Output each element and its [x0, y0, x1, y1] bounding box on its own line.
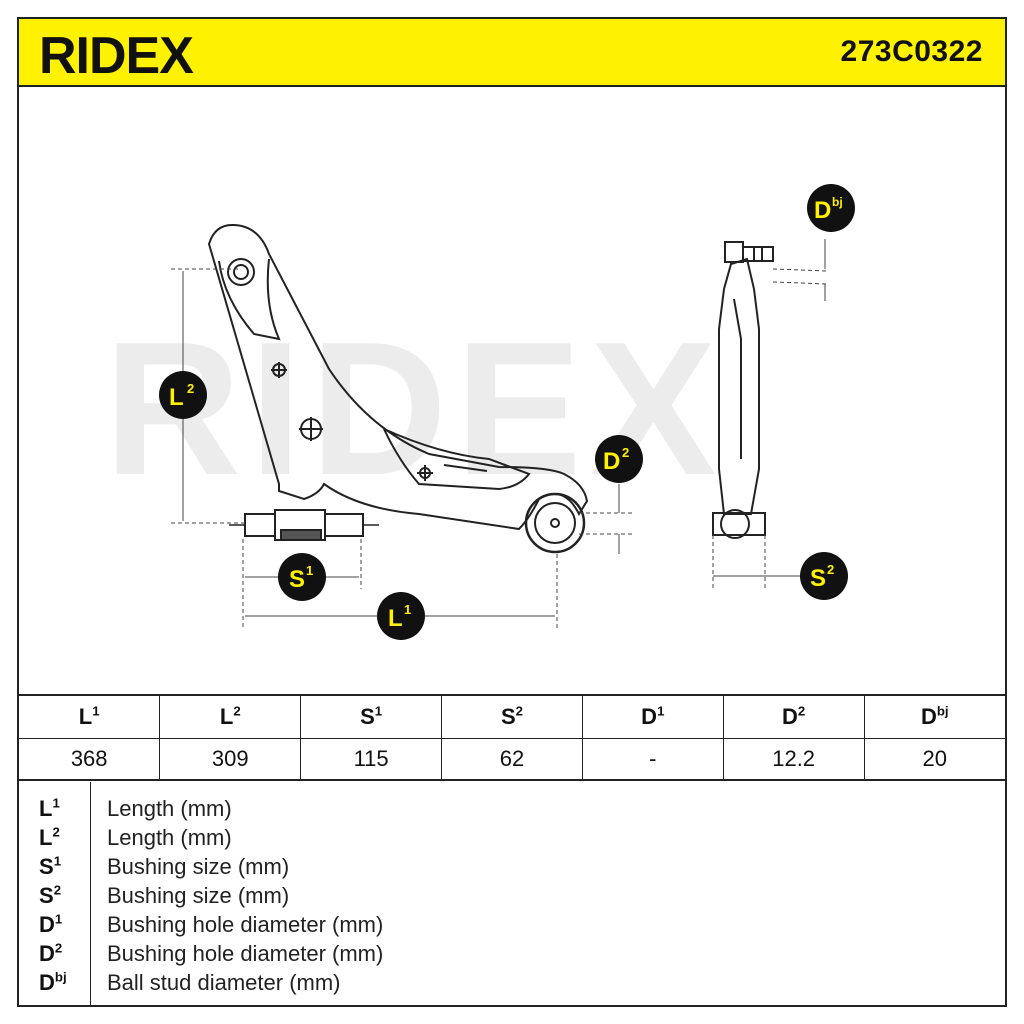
callout-s2: S 2 [800, 552, 848, 600]
s2-ext [712, 535, 766, 589]
arm-rib-upper [218, 258, 281, 341]
svg-text:L: L [388, 605, 403, 632]
upper-bushing-inner [233, 264, 249, 280]
side-bushing-circle [720, 509, 750, 539]
legend-row-l2: L2 Length (mm) [39, 824, 232, 850]
svg-text:2: 2 [187, 381, 194, 396]
legend-row-d1: D1 Bushing hole diameter (mm) [39, 911, 384, 937]
value-l1: 368 [19, 738, 161, 781]
front-bushing-center [550, 518, 560, 528]
ball-stud-threads [753, 247, 763, 261]
header-l1: L1 [19, 696, 161, 739]
legend: L1 Length (mm) L2 Length (mm) S1 Bushing… [19, 782, 1005, 1005]
header-s1: S1 [300, 696, 443, 739]
front-bushing-outer [524, 492, 586, 554]
value-d2: 12.2 [723, 738, 865, 781]
header-d2: D2 [723, 696, 865, 739]
header-s2: S2 [441, 696, 583, 739]
callout-d2: D 2 [595, 435, 643, 483]
value-s2: 62 [441, 738, 583, 781]
callout-l1: L 1 [377, 592, 425, 640]
technical-drawing: RIDEX [104, 184, 855, 640]
ridex-logo: RIDEX [39, 29, 195, 79]
callout-dbj: D bj [807, 184, 855, 232]
side-bushing [712, 512, 766, 536]
hole-3-cross [417, 465, 433, 481]
hole-1-cross [271, 362, 287, 378]
product-sheet: RIDEX 273C0322 RIDEX [17, 17, 1007, 1007]
value-l2: 309 [159, 738, 302, 781]
svg-text:D: D [603, 448, 620, 475]
legend-row-s1: S1 Bushing size (mm) [39, 853, 290, 879]
arm-slot [443, 464, 488, 472]
svg-text:D: D [814, 197, 831, 224]
hole-2-cross [299, 417, 323, 441]
dimension-table-header: L1 L2 S1 S2 D1 D2 Dbj [19, 696, 1005, 739]
rear-bushing-right [324, 513, 364, 537]
upper-bushing-outer [227, 258, 255, 286]
legend-row-s2: S2 Bushing size (mm) [39, 882, 290, 908]
svg-text:S: S [289, 566, 305, 593]
svg-text:2: 2 [827, 562, 834, 577]
header-bar: RIDEX 273C0322 [19, 19, 1005, 87]
part-number: 273C0322 [840, 35, 983, 68]
svg-text:1: 1 [404, 602, 411, 617]
svg-text:2: 2 [622, 445, 629, 460]
value-dbj: 20 [864, 738, 1005, 781]
control-arm-side-view [712, 241, 774, 539]
rear-bushing-rubber [280, 529, 322, 541]
svg-text:1: 1 [306, 563, 313, 578]
dimension-table: L1 L2 S1 S2 D1 D2 Dbj 368 309 115 62 - 1… [19, 694, 1005, 781]
dimension-table-values: 368 309 115 62 - 12.2 20 [19, 738, 1005, 781]
side-arm-edge [733, 298, 742, 459]
svg-text:bj: bj [832, 195, 843, 209]
header-d1: D1 [582, 696, 724, 739]
ball-stud [742, 246, 774, 262]
arm-outline [207, 223, 589, 531]
header-dbj: Dbj [864, 696, 1005, 739]
legend-row-d2: D2 Bushing hole diameter (mm) [39, 940, 384, 966]
dimension-lines-side [712, 239, 828, 589]
d2-ext [579, 512, 634, 535]
svg-text:L: L [169, 384, 184, 411]
rear-bushing-left [244, 513, 276, 537]
legend-row-dbj: Dbj Ball stud diameter (mm) [39, 969, 341, 995]
logo-text: RIDEX [39, 29, 194, 79]
side-arm-body [718, 257, 760, 515]
control-arm-front-view [207, 223, 589, 554]
front-bushing-inner [534, 502, 576, 544]
callout-l2: L 2 [159, 371, 207, 419]
value-d1: - [582, 738, 724, 781]
svg-text:S: S [810, 565, 826, 592]
callout-s1: S 1 [278, 553, 326, 601]
dbj-ext [772, 268, 828, 285]
legend-divider [90, 782, 91, 1005]
header-l2: L2 [159, 696, 302, 739]
arm-rib-lower [383, 428, 531, 491]
legend-row-l1: L1 Length (mm) [39, 795, 232, 821]
value-s1: 115 [300, 738, 443, 781]
ball-joint-housing [724, 241, 744, 263]
